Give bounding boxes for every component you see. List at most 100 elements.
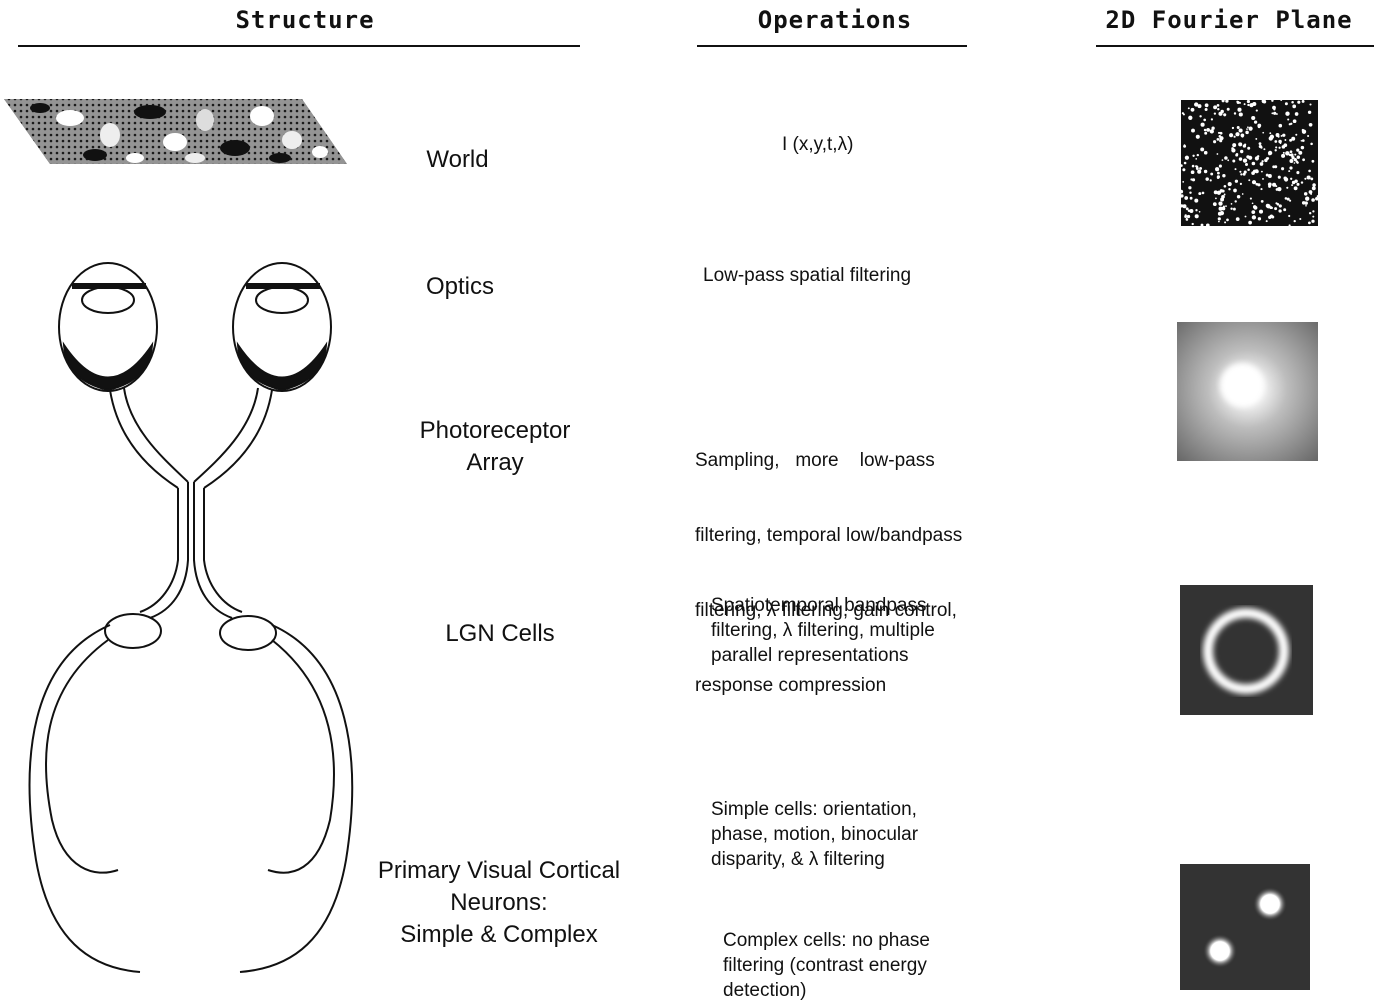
op-photoreceptor: Sampling, more low-pass filtering, tempo… <box>695 398 962 723</box>
spectrum-speckle <box>1302 129 1304 131</box>
spectrum-speckle <box>1279 204 1282 207</box>
spectrum-speckle <box>1248 156 1252 160</box>
spectrum-speckle <box>1245 163 1248 166</box>
spectrum-speckle <box>1219 165 1222 168</box>
spectrum-speckle <box>1224 156 1228 160</box>
spectrum-speckle <box>1189 209 1193 213</box>
spectrum-speckle <box>1312 160 1315 163</box>
spectrum-speckle <box>1179 190 1183 194</box>
spectrum-speckle <box>1217 153 1219 155</box>
spectrum-speckle <box>1218 217 1221 220</box>
spectrum-speckle <box>1242 193 1244 195</box>
spectrum-speckle <box>1244 144 1246 146</box>
spectrum-speckle <box>1255 169 1259 173</box>
spectrum-speckle <box>1285 112 1289 116</box>
spectrum-speckle <box>1257 155 1259 157</box>
spectrum-speckle <box>1251 116 1255 120</box>
spectrum-speckle <box>1222 190 1225 193</box>
spectrum-speckle <box>1266 220 1268 222</box>
spectrum-speckle <box>1257 124 1261 128</box>
spectrum-speckle <box>1204 170 1207 173</box>
spectrum-speckle <box>1191 170 1195 174</box>
spectrum-speckle <box>1217 191 1221 195</box>
spectrum-speckle <box>1274 207 1277 210</box>
spectrum-speckle <box>1206 105 1208 107</box>
spectrum-speckle <box>1308 111 1311 114</box>
spectrum-speckle <box>1277 187 1281 191</box>
spectrum-speckle <box>1227 108 1230 111</box>
spectrum-speckle <box>1184 196 1188 200</box>
spectrum-speckle <box>1301 140 1303 142</box>
spectrum-speckle <box>1271 112 1273 114</box>
label-photoreceptor-line1: Photoreceptor <box>385 415 605 447</box>
spectrum-speckle <box>1240 183 1242 185</box>
spectrum-speckle <box>1215 198 1217 200</box>
spectrum-speckle <box>1218 132 1220 134</box>
spectrum-speckle <box>1184 162 1187 165</box>
spectrum-speckle <box>1217 172 1220 175</box>
spectrum-speckle <box>1301 181 1303 183</box>
spectrum-speckle <box>1287 198 1290 201</box>
spectrum-speckle <box>1236 217 1240 221</box>
spectrum-speckle <box>1317 195 1319 197</box>
spectrum-speckle <box>1302 158 1305 161</box>
spectrum-speckle <box>1200 147 1204 151</box>
spectrum-speckle <box>1241 134 1245 138</box>
spectrum-speckle <box>1194 199 1198 203</box>
spectrum-speckle <box>1203 119 1206 122</box>
spectrum-speckle <box>1290 123 1292 125</box>
spectrum-speckle <box>1204 132 1207 135</box>
spectrum-speckle <box>1291 184 1293 186</box>
spectrum-speckle <box>1290 178 1292 180</box>
spectrum-speckle <box>1304 201 1307 204</box>
spectrum-speckle <box>1247 100 1250 103</box>
spectrum-speckle <box>1228 182 1232 186</box>
spectrum-speckle <box>1231 147 1234 150</box>
spectrum-speckle <box>1309 103 1311 105</box>
spectrum-speckle <box>1281 167 1284 170</box>
spectrum-speckle <box>1234 136 1236 138</box>
spectrum-speckle <box>1307 175 1311 179</box>
op-complex-line: detection) <box>723 978 930 1003</box>
spectrum-speckle <box>1206 128 1210 132</box>
spectrum-speckle <box>1252 180 1256 184</box>
optic-radiations <box>30 625 353 972</box>
spectrum-speckle <box>1305 205 1307 207</box>
spectrum-speckle <box>1301 146 1304 149</box>
spectrum-speckle <box>1235 180 1238 183</box>
spectrum-speckle <box>1288 170 1290 172</box>
spectrum-speckle <box>1282 134 1285 137</box>
spectrum-speckle <box>1234 189 1236 191</box>
spectrum-speckle <box>1307 135 1309 137</box>
spectrum-speckle <box>1295 134 1297 136</box>
op-simple-line: phase, motion, binocular <box>711 822 918 847</box>
spectrum-speckle <box>1255 183 1258 186</box>
spectrum-speckle <box>1274 165 1277 168</box>
spectrum-speckle <box>1222 99 1225 102</box>
spectrum-speckle <box>1248 221 1252 225</box>
spectrum-speckle <box>1275 202 1277 204</box>
spectrum-speckle <box>1188 107 1190 109</box>
spectrum-speckle <box>1288 215 1290 217</box>
spectrum-speckle <box>1259 210 1263 214</box>
label-optics: Optics <box>400 271 520 303</box>
spectrum-speckle <box>1275 149 1277 151</box>
label-world: World <box>400 144 515 176</box>
op-optics: Low-pass spatial filtering <box>703 263 911 288</box>
spectrum-speckle <box>1286 187 1288 189</box>
spectrum-speckle <box>1278 147 1280 149</box>
spectrum-speckle <box>1302 100 1305 103</box>
label-lgn: LGN Cells <box>420 618 580 650</box>
lgn-nuclei <box>105 614 276 650</box>
op-complex-cells: Complex cells: no phase filtering (contr… <box>723 928 930 1003</box>
op-simple-cells: Simple cells: orientation, phase, motion… <box>711 797 918 872</box>
spectrum-speckle <box>1218 212 1222 216</box>
spectrum-speckle <box>1198 192 1201 195</box>
spectrum-speckle <box>1269 206 1272 209</box>
spectrum-speckle <box>1191 108 1195 112</box>
spectrum-speckle <box>1186 207 1189 210</box>
fourier-panel-world <box>1179 99 1318 227</box>
op-complex-line: filtering (contrast energy <box>723 953 930 978</box>
spectrum-speckle <box>1312 183 1316 187</box>
spectrum-speckle <box>1268 216 1271 219</box>
